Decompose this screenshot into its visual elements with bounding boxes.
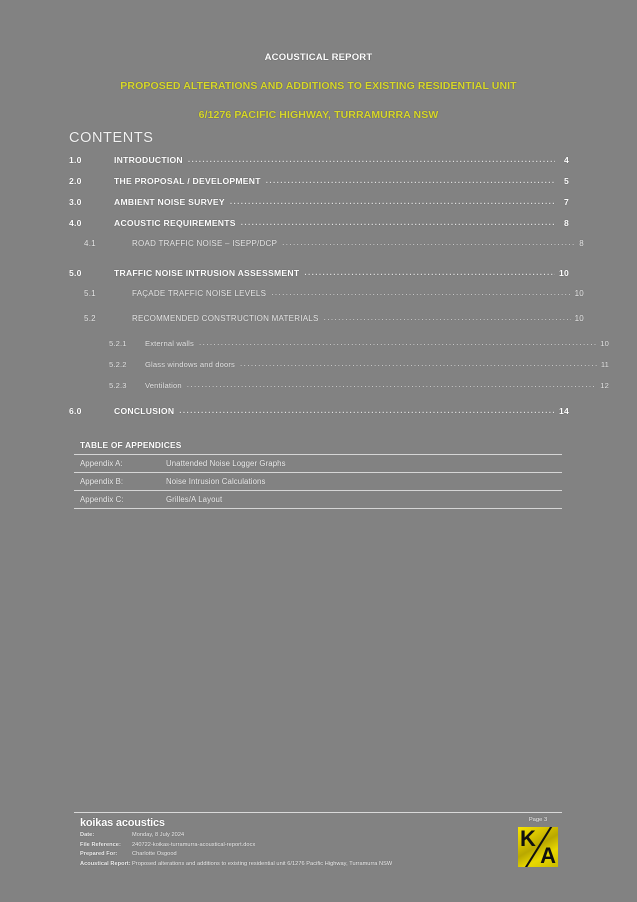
toc-leader-dots: ........................................… bbox=[186, 381, 597, 389]
footer-meta-row: Prepared For: Charlotte Osgood bbox=[80, 850, 518, 860]
contents-heading: CONTENTS bbox=[69, 130, 154, 146]
toc-entry-label: FAÇADE TRAFFIC NOISE LEVELS bbox=[132, 289, 267, 298]
toc-leader-dots: ........................................… bbox=[239, 360, 597, 368]
toc-entry-label: Ventilation bbox=[145, 381, 182, 390]
toc-entry[interactable]: 2.0 THE PROPOSAL / DEVELOPMENT...........… bbox=[69, 176, 569, 197]
toc-entry-label: AMBIENT NOISE SURVEY bbox=[114, 197, 225, 207]
toc-entry-page: 10 bbox=[574, 314, 584, 323]
toc-entry-number: 5.2.3 bbox=[109, 381, 127, 390]
toc-entry[interactable]: 3.0 AMBIENT NOISE SURVEY.................… bbox=[69, 197, 569, 218]
toc-entry[interactable]: 5.2.3 Ventilation........................… bbox=[69, 381, 609, 402]
footer-meta-value: Monday, 8 July 2024 bbox=[132, 832, 185, 838]
footer-meta-value: 240722-koikas-turramurra-acoustical-repo… bbox=[132, 841, 256, 848]
toc-entry-number: 5.2.1 bbox=[109, 339, 127, 348]
footer-meta-key: Date: bbox=[80, 832, 95, 838]
appendix-reference: Appendix B: bbox=[80, 477, 124, 486]
toc-leader-dots: ........................................… bbox=[271, 289, 570, 297]
toc-entry[interactable]: 6.0 CONCLUSION...........................… bbox=[69, 406, 569, 427]
toc-entry-number: 5.0 bbox=[69, 268, 82, 278]
table-row: Appendix B: Noise Intrusion Calculations bbox=[74, 472, 562, 491]
toc-entry-number: 3.0 bbox=[69, 197, 82, 207]
toc-entry[interactable]: 5.0 TRAFFIC NOISE INTRUSION ASSESSMENT...… bbox=[69, 268, 569, 289]
toc-entry-number: 4.0 bbox=[69, 218, 82, 228]
document-type-heading: ACOUSTICAL REPORT bbox=[264, 52, 373, 63]
toc-entry-page: 11 bbox=[600, 360, 609, 369]
toc-entry-label: ROAD TRAFFIC NOISE – ISEPP/DCP bbox=[132, 239, 278, 248]
page-number-label: Page 3 bbox=[528, 817, 548, 823]
toc-leader-dots: ........................................… bbox=[179, 406, 555, 415]
toc-entry-page: 5 bbox=[563, 176, 569, 186]
toc-entry-page: 7 bbox=[563, 197, 569, 207]
footer-meta-value: Proposed alterations and additions to ex… bbox=[132, 860, 393, 867]
toc-leader-dots: ........................................… bbox=[198, 339, 597, 347]
appendix-description: Grilles/A Layout bbox=[166, 495, 223, 504]
company-name: koikas acoustics bbox=[80, 817, 165, 829]
toc-entry-number: 1.0 bbox=[69, 155, 82, 165]
toc-leader-dots: ........................................… bbox=[282, 239, 576, 247]
toc-entry-label: CONCLUSION bbox=[114, 406, 175, 416]
toc-leader-dots: ........................................… bbox=[304, 268, 555, 277]
toc-entry[interactable]: 1.0 INTRODUCTION.........................… bbox=[69, 155, 569, 176]
footer-meta-key: Prepared For: bbox=[80, 851, 118, 857]
toc-entry-number: 6.0 bbox=[69, 406, 82, 416]
table-of-appendices: TABLE OF APPENDICES Appendix A: Unattende… bbox=[74, 440, 562, 509]
appendix-reference: Appendix A: bbox=[80, 459, 123, 468]
toc-entry[interactable]: 4.1 ROAD TRAFFIC NOISE – ISEPP/DCP.......… bbox=[69, 239, 584, 264]
toc-entry-label: External walls bbox=[145, 339, 194, 348]
toc-entry-label: RECOMMENDED CONSTRUCTION MATERIALS bbox=[132, 314, 319, 323]
footer-meta-row: Date: Monday, 8 July 2024 bbox=[80, 831, 518, 841]
table-of-contents: 1.0 INTRODUCTION.........................… bbox=[69, 155, 609, 427]
appendix-reference: Appendix C: bbox=[80, 495, 124, 504]
appendix-description: Noise Intrusion Calculations bbox=[166, 477, 266, 486]
toc-leader-dots: ........................................… bbox=[187, 155, 555, 164]
toc-entry-label: Glass windows and doors bbox=[145, 360, 235, 369]
footer-meta-row: Acoustical Report:Proposed alterations a… bbox=[80, 860, 518, 870]
toc-entry-number: 5.1 bbox=[84, 289, 96, 298]
toc-leader-dots: ........................................… bbox=[323, 314, 571, 322]
toc-entry[interactable]: 4.0 ACOUSTIC REQUIREMENTS................… bbox=[69, 218, 569, 239]
footer-page-block: Page 3 K A bbox=[518, 817, 562, 867]
toc-entry-page: 8 bbox=[579, 239, 584, 248]
page-footer: koikas acoustics Date: Monday, 8 July 202… bbox=[74, 812, 562, 869]
title-block: ACOUSTICAL REPORT PROPOSED ALTERATIONS A… bbox=[0, 52, 637, 121]
document-address-heading: 6/1276 PACIFIC HIGHWAY, TURRAMURRA NSW bbox=[198, 109, 439, 121]
footer-meta-value: Charlotte Osgood bbox=[132, 851, 177, 857]
toc-entry-label: TRAFFIC NOISE INTRUSION ASSESSMENT bbox=[114, 268, 300, 278]
logo-letter-a: A bbox=[540, 843, 556, 867]
koikas-acoustics-logo-icon: K A bbox=[518, 827, 558, 867]
document-subject-heading: PROPOSED ALTERATIONS AND ADDITIONS TO EX… bbox=[120, 80, 517, 92]
toc-entry-page: 10 bbox=[558, 268, 569, 278]
appendix-description: Unattended Noise Logger Graphs bbox=[166, 459, 286, 468]
toc-entry-page: 14 bbox=[558, 406, 569, 416]
toc-entry[interactable]: 5.2.2 Glass windows and doors............… bbox=[69, 360, 609, 381]
appendices-title: TABLE OF APPENDICES bbox=[80, 440, 182, 450]
toc-entry-number: 5.2.2 bbox=[109, 360, 127, 369]
footer-meta-row: File Reference: 240722-koikas-turramurra-… bbox=[80, 841, 518, 851]
toc-entry-label: THE PROPOSAL / DEVELOPMENT bbox=[114, 176, 261, 186]
toc-entry-page: 10 bbox=[600, 339, 609, 348]
footer-details: koikas acoustics Date: Monday, 8 July 202… bbox=[74, 817, 518, 869]
toc-entry-number: 4.1 bbox=[84, 239, 96, 248]
toc-leader-dots: ........................................… bbox=[240, 218, 555, 227]
toc-entry-number: 2.0 bbox=[69, 176, 82, 186]
table-row: Appendix C: Grilles/A Layout bbox=[74, 490, 562, 509]
toc-entry[interactable]: 5.1 FAÇADE TRAFFIC NOISE LEVELS..........… bbox=[69, 289, 584, 314]
toc-entry-page: 4 bbox=[563, 155, 569, 165]
table-row: Appendix A: Unattended Noise Logger Graph… bbox=[74, 454, 562, 473]
toc-entry-label: INTRODUCTION bbox=[114, 155, 183, 165]
appendices-table: Appendix A: Unattended Noise Logger Graph… bbox=[74, 454, 562, 509]
toc-entry-page: 12 bbox=[600, 381, 609, 390]
toc-entry[interactable]: 5.2.1 External walls.....................… bbox=[69, 339, 609, 360]
logo-letter-k: K bbox=[520, 827, 536, 851]
toc-entry-page: 8 bbox=[563, 218, 569, 228]
toc-leader-dots: ........................................… bbox=[265, 176, 555, 185]
toc-entry-number: 5.2 bbox=[84, 314, 96, 323]
toc-leader-dots: ........................................… bbox=[229, 197, 555, 206]
toc-entry[interactable]: 5.2 RECOMMENDED CONSTRUCTION MATERIALS...… bbox=[69, 314, 584, 339]
footer-meta-key: File Reference: bbox=[80, 841, 121, 848]
toc-entry-label: ACOUSTIC REQUIREMENTS bbox=[114, 218, 236, 228]
footer-meta-key: Acoustical Report: bbox=[80, 860, 131, 867]
toc-entry-page: 10 bbox=[574, 289, 584, 298]
